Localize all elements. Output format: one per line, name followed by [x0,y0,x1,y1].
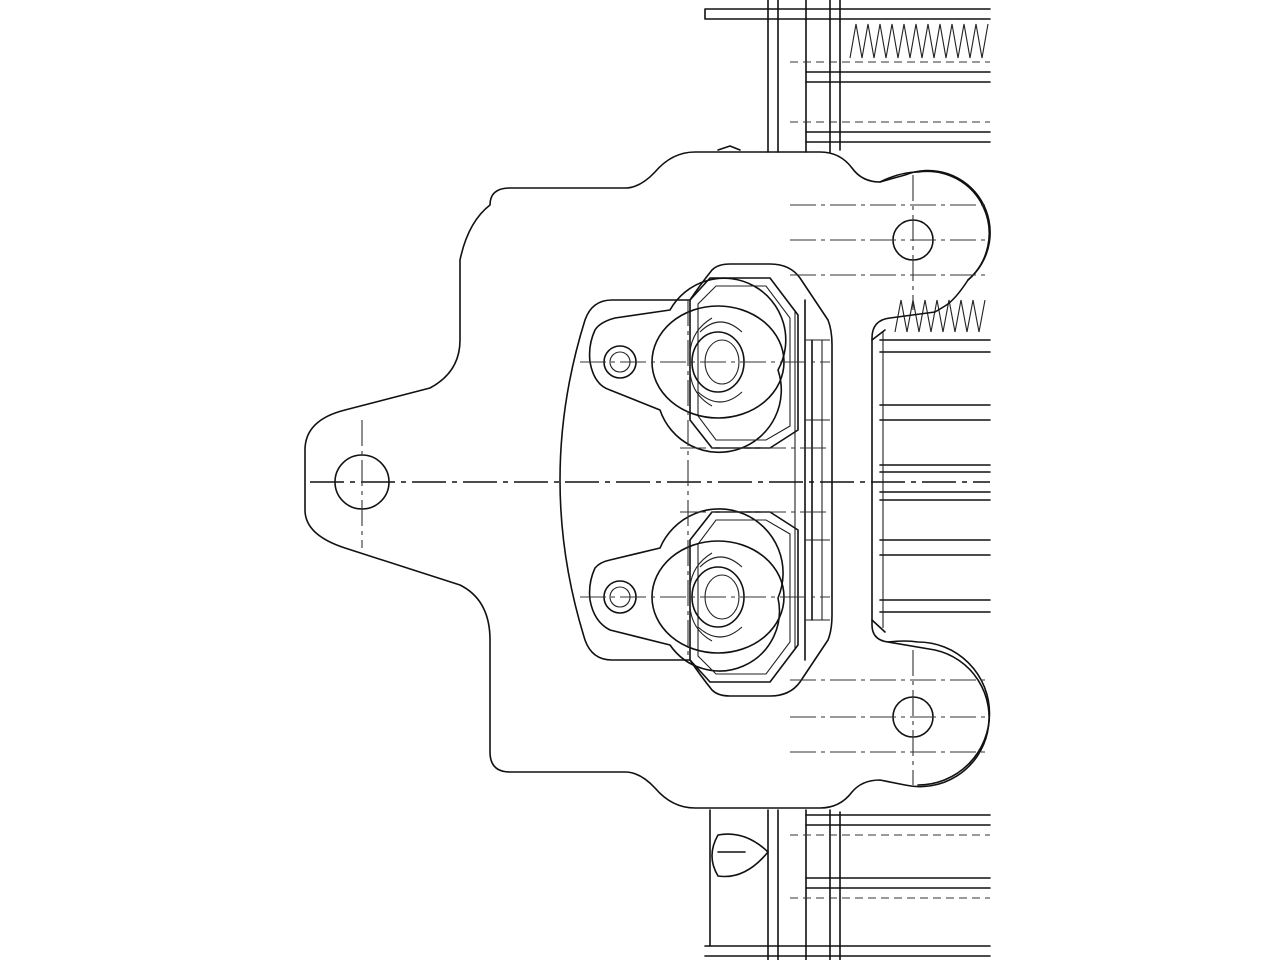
lower-boss-teardrop [588,508,784,672]
rail-bar [805,71,991,83]
lower-boss-hex-inner [697,519,791,675]
upper-boss [588,277,799,454]
lower-cone-lines [689,552,743,642]
central-pocket-outline [559,263,833,697]
rail-hidden-line [790,834,990,899]
pocket-slot [805,339,830,621]
rail-bar [879,404,991,421]
pocket-wall [804,299,813,661]
pocket-wall-thin [794,310,823,650]
upper-cone-lines [689,317,743,407]
center-lines [310,175,990,785]
top-plate [704,8,991,20]
bottom-pin [711,833,769,878]
bracket-outline [304,151,991,809]
aux-centerline [790,204,990,276]
bottom-plate [704,945,991,957]
rail-bar [879,491,991,501]
lower-boss [588,508,799,683]
rail-bar [879,599,991,613]
bottom-ear-outline [887,640,991,786]
rail-hidden-line [790,61,990,123]
rail-bar [879,464,991,473]
rail-bar [879,539,991,556]
lower-boss-hex [689,511,799,683]
inner-step [871,329,886,633]
rail-bar [805,877,991,889]
bottom-pin-shape [711,833,769,878]
aux-centerline [680,447,830,513]
upper-boss-teardrop [588,277,787,454]
rail-assembly [704,0,991,960]
aux-centerline [790,679,990,753]
rail-bar [805,814,991,826]
top-ear-outline [879,170,990,281]
upper-boss-hex-inner [697,285,791,441]
rail-bar [805,131,991,143]
spring-top [849,23,989,59]
top-small-detail [717,145,741,151]
rail-bar [879,339,991,353]
